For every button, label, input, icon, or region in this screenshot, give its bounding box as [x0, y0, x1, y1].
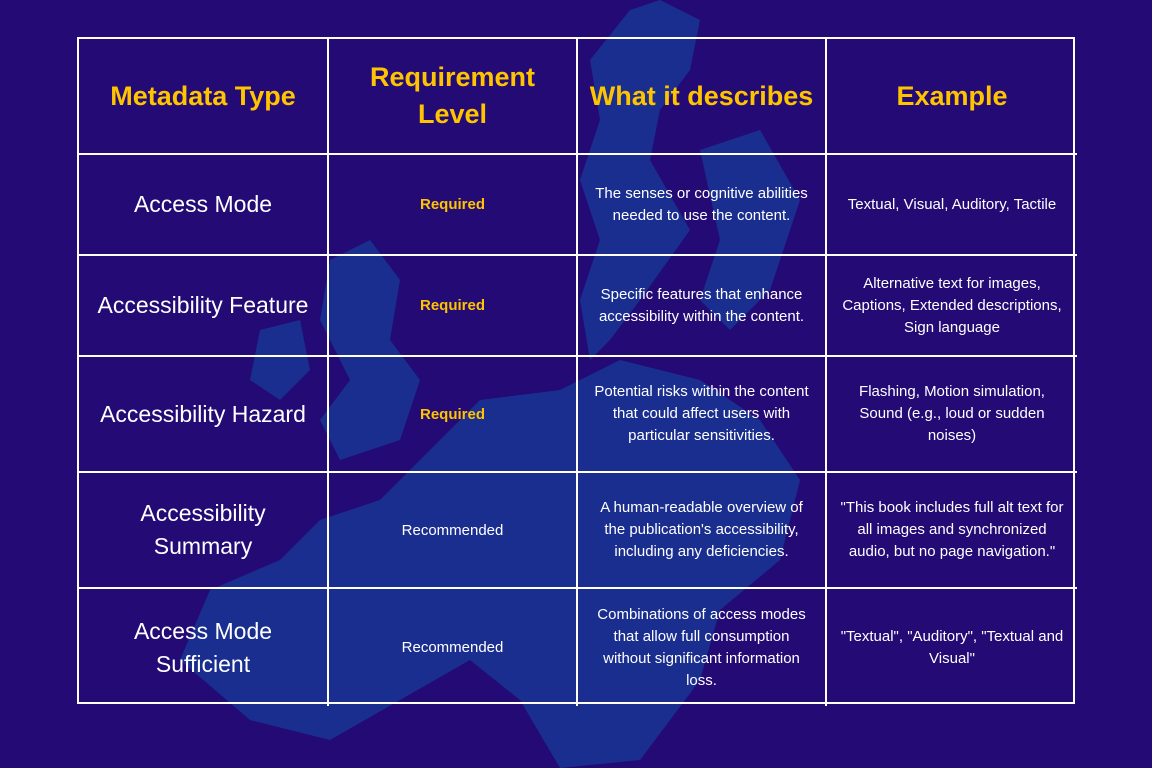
- example-cell: "Textual", "Auditory", "Textual and Visu…: [840, 627, 1064, 667]
- header-what-it-describes: What it describes: [578, 39, 827, 155]
- requirement-level-cell: Recommended: [329, 589, 578, 706]
- metadata-type-cell: Accessibility Feature: [79, 256, 329, 357]
- header-example: Example: [827, 39, 1077, 155]
- example-cell: Alternative text for images, Captions, E…: [827, 256, 1077, 357]
- description-cell: A human-readable overview of the publica…: [578, 473, 827, 589]
- requirement-level-cell: Recommended: [329, 473, 578, 589]
- requirement-level-cell: Required: [329, 357, 578, 473]
- metadata-type-cell: Accessibility Hazard: [79, 357, 329, 473]
- description-cell: Combinations of access modes that allow …: [578, 589, 827, 706]
- header-metadata-type: Metadata Type: [79, 39, 329, 155]
- header-requirement-level: Requirement Level: [329, 39, 578, 155]
- metadata-table: Metadata Type Requirement Level What it …: [77, 37, 1077, 706]
- requirement-level-cell: Required: [329, 155, 578, 256]
- metadata-type-cell: Access Mode Sufficient: [79, 589, 329, 706]
- metadata-type-cell: Accessibility Summary: [79, 473, 329, 589]
- example-cell: Flashing, Motion simulation, Sound (e.g.…: [827, 357, 1077, 473]
- example-cell: "This book includes full alt text for al…: [827, 473, 1077, 589]
- metadata-type-cell: Access Mode: [79, 155, 329, 256]
- description-cell: The senses or cognitive abilities needed…: [578, 155, 827, 256]
- description-cell: Specific features that enhance accessibi…: [578, 256, 827, 357]
- example-cell: Textual, Visual, Auditory, Tactile: [827, 155, 1077, 256]
- description-cell: Potential risks within the content that …: [578, 357, 827, 473]
- requirement-level-cell: Required: [329, 256, 578, 357]
